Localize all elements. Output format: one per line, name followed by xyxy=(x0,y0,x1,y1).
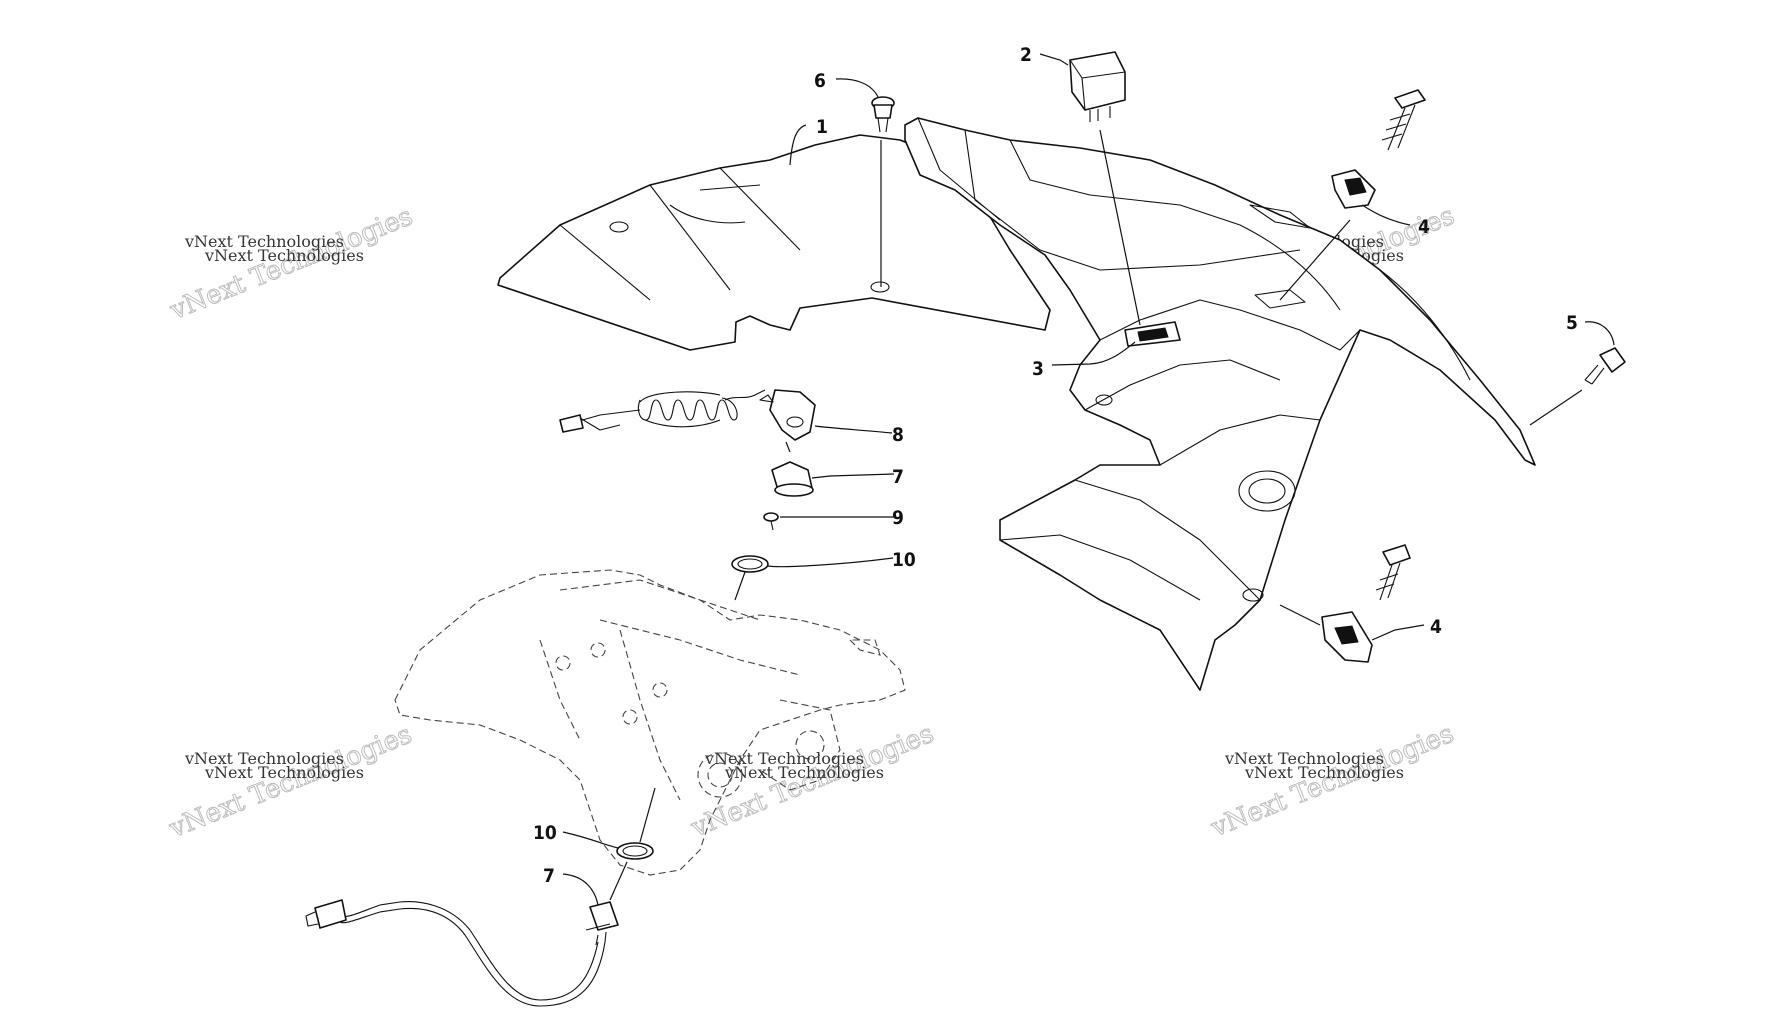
leader-2 xyxy=(1039,53,1069,66)
leader-1 xyxy=(789,124,807,166)
leader-lines xyxy=(562,53,1615,906)
leader-10a xyxy=(767,557,894,568)
watermark-bottom-right: vNext Technologies vNext Technologies vN… xyxy=(1206,718,1459,844)
leader-8 xyxy=(814,425,893,434)
leader-5-axis xyxy=(1529,389,1583,426)
switch-harness xyxy=(305,899,619,1007)
watermark-bottom-center: vNext Technologies vNext Technologies vN… xyxy=(686,718,939,844)
callout-6: 6 xyxy=(814,70,826,92)
clip-bottom xyxy=(1321,611,1373,663)
callout-7-bottom: 7 xyxy=(543,865,555,887)
cap-top xyxy=(771,461,814,497)
watermark-line-1: vNext Technologies xyxy=(184,749,344,768)
leader-10a-axis xyxy=(734,571,746,601)
socket xyxy=(1124,321,1181,347)
leader-10b xyxy=(562,831,619,849)
clip-top xyxy=(1331,169,1376,209)
callout-2: 2 xyxy=(1020,44,1032,66)
push-rivet xyxy=(1584,347,1626,385)
watermark-line-2: vNext Technologies xyxy=(204,246,364,265)
leader-4b xyxy=(1371,624,1425,641)
leader-7b xyxy=(562,873,599,906)
watermark-big-text: vNext Technologies xyxy=(165,720,417,845)
ghost-hood-assembly xyxy=(394,569,906,876)
watermark-line-1: vNext Technologies xyxy=(184,232,344,251)
leader-10b-axis xyxy=(639,787,656,843)
callout-labels: 1 2 3 4 4 5 6 7 7 8 9 10 10 xyxy=(533,44,1578,887)
washer-bottom xyxy=(616,842,654,860)
leader-7a xyxy=(811,473,895,479)
callout-9: 9 xyxy=(892,507,904,529)
console-main-body xyxy=(904,117,1536,691)
callout-3: 3 xyxy=(1032,358,1044,380)
watermark-bottom-left: vNext Technologies vNext Technologies vN… xyxy=(164,719,417,845)
callout-7-top: 7 xyxy=(892,466,904,488)
watermark-top-left: vNext Technologies vNext Technologies vN… xyxy=(165,201,418,327)
watermark-line-1: vNext Technologies xyxy=(1224,749,1384,768)
watermark-line-2: vNext Technologies xyxy=(724,763,884,782)
callout-1: 1 xyxy=(816,116,828,138)
leader-3 xyxy=(1051,341,1136,366)
coil-spring xyxy=(637,391,738,428)
watermark-line-2: vNext Technologies xyxy=(1244,763,1404,782)
leader-5 xyxy=(1584,321,1615,346)
leader-7b-axis xyxy=(609,861,628,901)
relay xyxy=(1069,51,1126,122)
callout-5: 5 xyxy=(1566,312,1578,334)
screw-6 xyxy=(871,96,895,133)
tether-coil xyxy=(559,389,816,441)
screw-bottom xyxy=(1375,544,1411,601)
leader-4a xyxy=(1361,204,1411,226)
callout-8: 8 xyxy=(892,424,904,446)
watermark-line-2: vNext Technologies xyxy=(204,763,364,782)
callout-4-top: 4 xyxy=(1418,216,1430,238)
callout-10-top: 10 xyxy=(892,549,916,571)
small-screw-9 xyxy=(763,512,779,531)
leader-2-axis xyxy=(1099,129,1141,326)
console-left-panel xyxy=(497,134,1051,351)
callout-10-bottom: 10 xyxy=(533,822,557,844)
callout-4-bottom: 4 xyxy=(1430,616,1442,638)
leader-6 xyxy=(835,78,879,98)
leader-4b-axis xyxy=(1279,604,1321,626)
screw-top xyxy=(1381,89,1426,151)
leader-7a-axis xyxy=(785,441,791,453)
washer-top xyxy=(731,555,769,573)
leader-3-axis xyxy=(1279,219,1351,301)
